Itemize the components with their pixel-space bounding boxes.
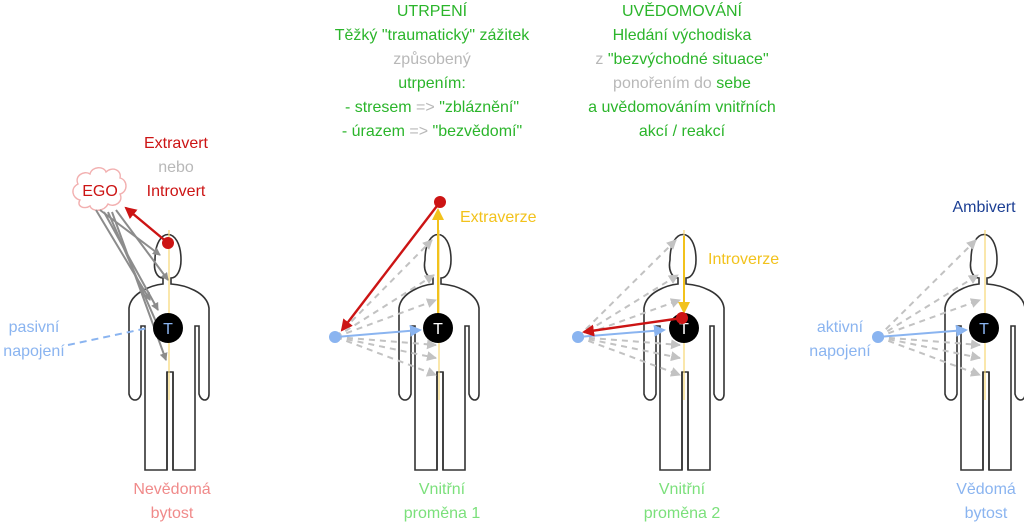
uvedomovani-line3: ponořením do sebe (613, 75, 751, 92)
caption-2-line1: Vnitřní (419, 481, 466, 498)
self-text: sebe (716, 75, 751, 92)
utrpeni-line1: Těžký "traumatický" zážitek (335, 27, 531, 44)
nebo-label: nebo (158, 159, 194, 176)
dashed-arrows-3 (577, 239, 681, 377)
caption-2-line2: proměna 1 (404, 505, 481, 522)
core-circle-2 (423, 313, 453, 343)
dashed-arrows-4 (877, 239, 981, 377)
dashed-arrow (877, 239, 977, 338)
immersion-text: ponořením do (613, 75, 716, 92)
uvedomovani-line2: z "bezvýchodné situace" (595, 51, 768, 68)
stress-text: - stresem (345, 99, 412, 116)
core-circle-4 (969, 313, 999, 343)
dashed-arrow (877, 274, 979, 338)
introvert-label: Introvert (147, 183, 206, 200)
figure-inner-transformation-2: UVĚDOMOVÁNÍ Hledání východiska z "bezvýc… (572, 1, 779, 522)
hopeless-situation-text: "bezvýchodné situace" (608, 51, 769, 68)
uvedomovani-line4: a uvědomováním vnitřních (588, 99, 776, 116)
figure-inner-transformation-1: UTRPENÍ Těžký "traumatický" zážitek způs… (329, 1, 537, 522)
passive-connection-line (67, 327, 149, 346)
caption-3-line1: Vnitřní (659, 481, 706, 498)
head-red-dot (162, 237, 174, 249)
caption-4-line2: bytost (965, 505, 1008, 522)
extraversion-label: Extraverze (460, 209, 537, 226)
core-circle-3 (669, 313, 699, 343)
dashed-arrow (577, 298, 681, 338)
passive-label-2: napojení (3, 343, 65, 360)
blue-dot-4 (872, 331, 884, 343)
uvedomovani-line1: Hledání východiska (613, 27, 752, 44)
blue-dot-3 (572, 331, 584, 343)
dashed-arrow (335, 336, 437, 350)
figure-unconscious-being: EGO Extravert nebo Introvert pasivní nap… (3, 135, 210, 522)
dashed-arrow (877, 336, 981, 377)
core-label-4: T (979, 321, 989, 338)
red-arrow-outward (340, 201, 441, 332)
utrpeni-line4: - stresem => "zbláznění" (345, 99, 519, 116)
utrpeni-heading: UTRPENÍ (397, 1, 468, 20)
unconscious-text: "bezvědomí" (433, 123, 523, 140)
caption-1-line2: bytost (151, 505, 194, 522)
core-circle-1 (153, 313, 183, 343)
dashed-arrow (335, 274, 435, 338)
implies-symbol: => (405, 123, 433, 140)
ego-arrow (115, 209, 169, 281)
blue-dot-2 (329, 331, 341, 343)
caption-4-line1: Vědomá (956, 481, 1016, 498)
dashed-arrow (335, 336, 437, 377)
ego-arrow (95, 209, 151, 301)
red-arrow-reaction (582, 316, 683, 337)
uvedomovani-heading: UVĚDOMOVÁNÍ (622, 1, 743, 20)
from-text: z (595, 51, 607, 68)
utrpeni-line2: způsobený (393, 50, 470, 68)
caption-3-line2: proměna 2 (644, 505, 721, 522)
blue-connection-arrow-2 (335, 324, 422, 338)
madness-text: "zbláznění" (439, 99, 519, 116)
utrpeni-line5: - úrazem => "bezvědomí" (342, 123, 522, 140)
active-label-1: aktivní (817, 319, 864, 336)
uvedomovani-line5: akcí / reakcí (639, 123, 726, 140)
caption-1-line1: Nevědomá (133, 481, 210, 498)
core-label-3: T (679, 321, 689, 338)
blue-connection-arrow-4 (877, 324, 968, 338)
injury-text: - úrazem (342, 123, 405, 140)
extravert-label: Extravert (144, 135, 209, 152)
ambivert-label: Ambivert (952, 199, 1016, 216)
ego-cloud-icon (72, 167, 127, 211)
figure-conscious-being: Ambivert aktivní napojení T Vědomá bytos… (809, 199, 1024, 522)
core-label-1: T (163, 321, 173, 338)
red-arrow-to-ego (124, 206, 169, 244)
introversion-label: Introverze (708, 251, 779, 268)
dashed-arrow (577, 274, 679, 338)
active-label-2: napojení (809, 343, 871, 360)
dashed-arrow (335, 298, 437, 338)
dashed-arrow (577, 239, 677, 338)
red-dot-core (676, 312, 688, 324)
implies-symbol: => (412, 99, 440, 116)
ego-label: EGO (82, 183, 118, 200)
utrpeni-line3: utrpením: (398, 75, 466, 92)
passive-label-1: pasivní (9, 319, 60, 336)
core-label-2: T (433, 321, 443, 338)
dashed-arrow (877, 298, 981, 338)
ego-arrow (103, 211, 159, 311)
dashed-arrow (577, 336, 681, 377)
